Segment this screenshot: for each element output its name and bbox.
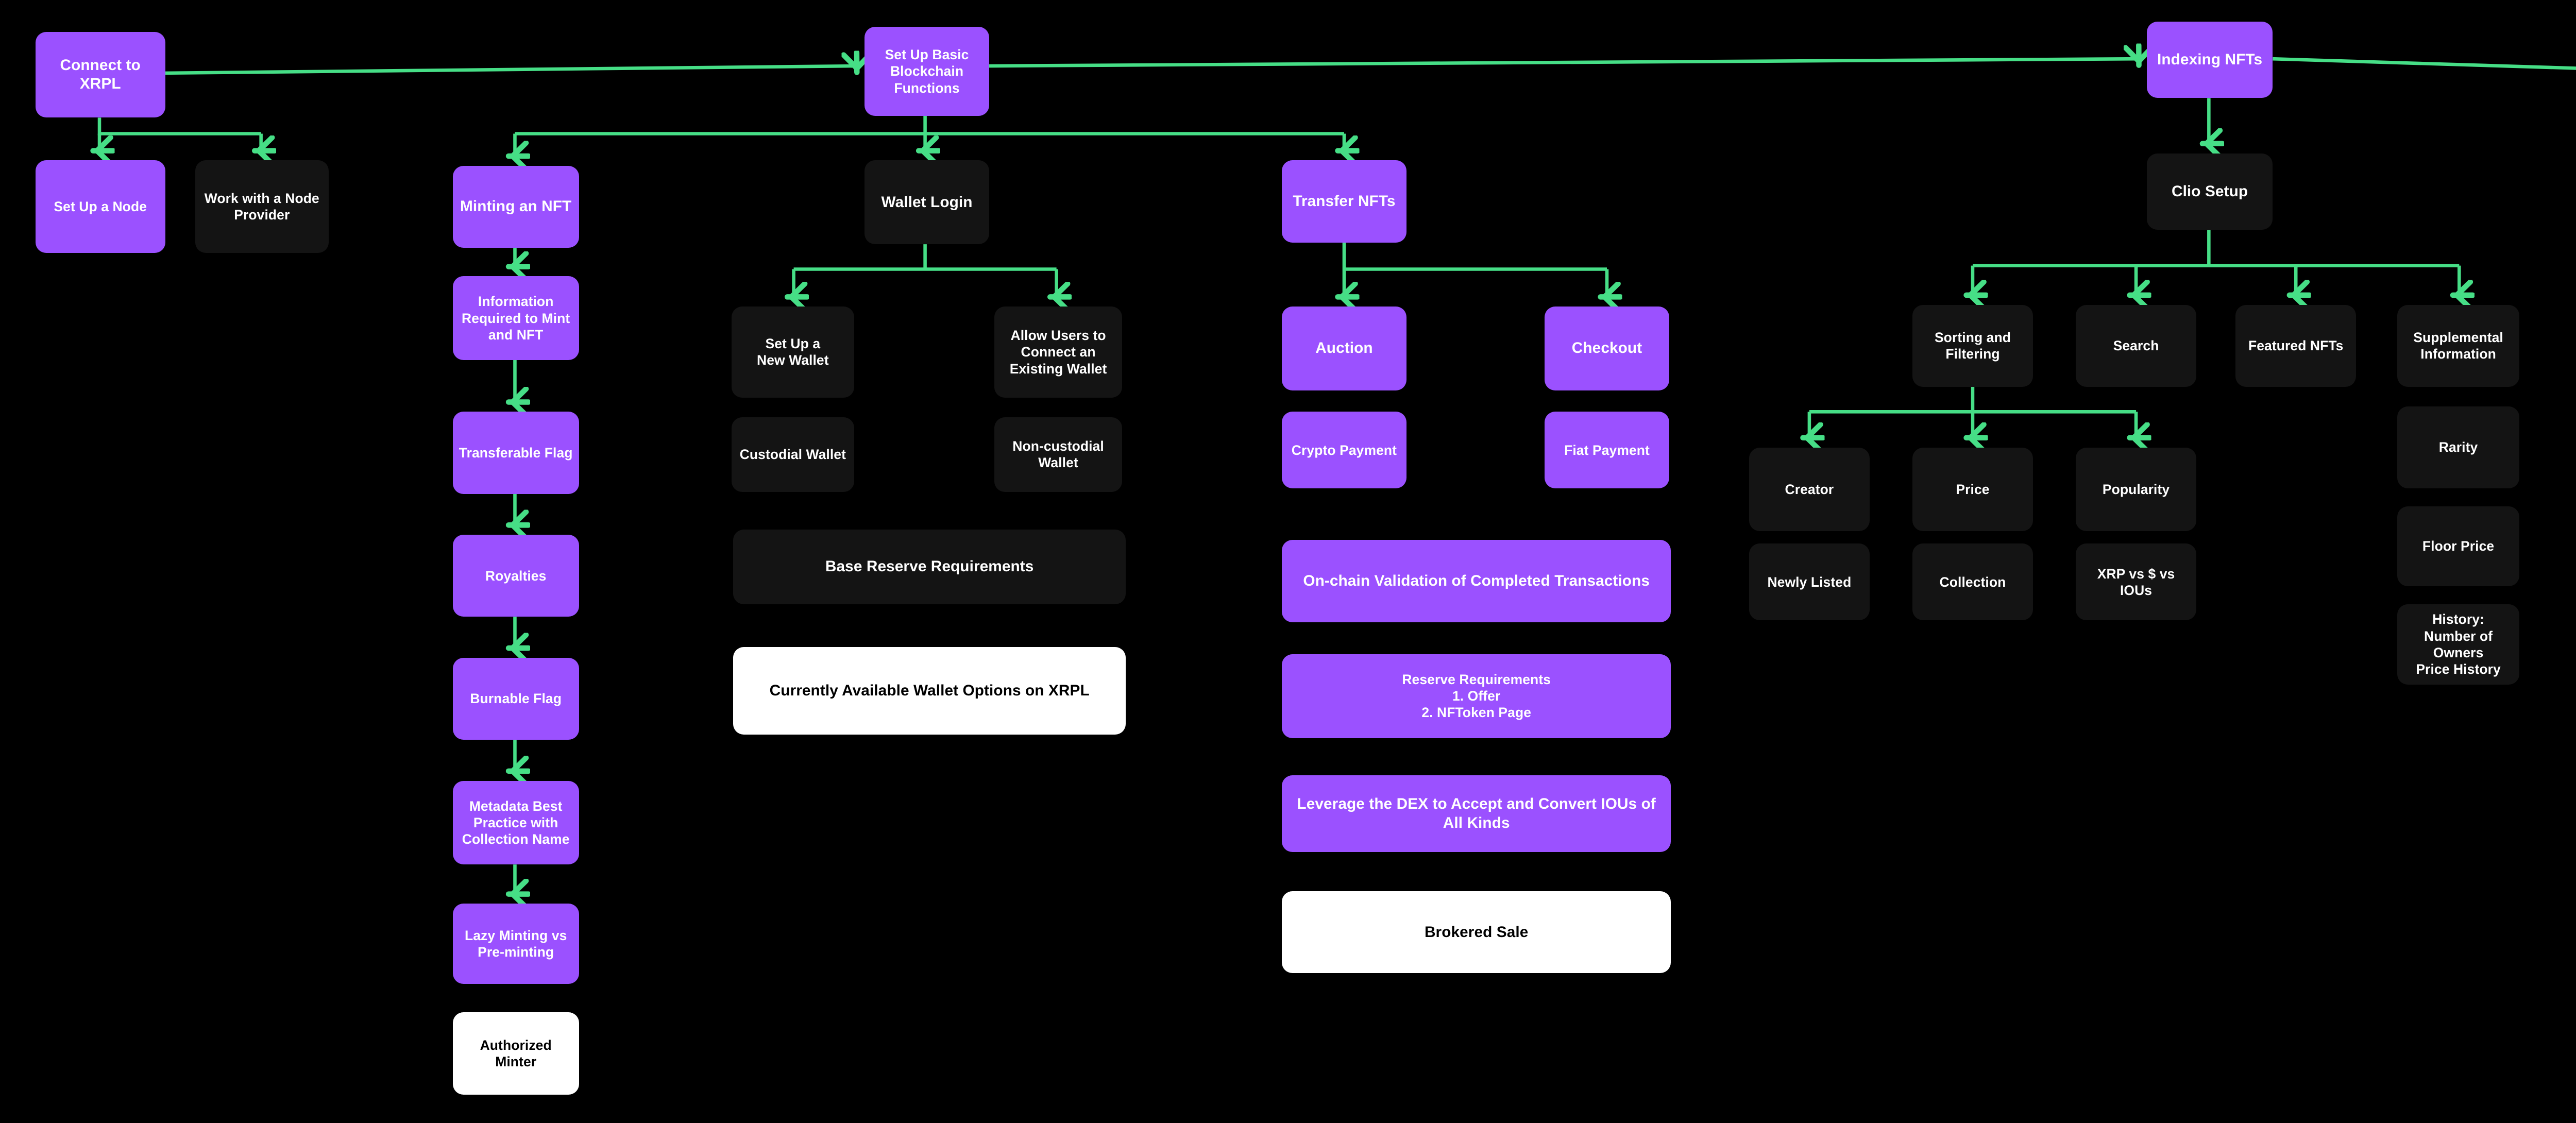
- node-label: Allow Users to Connect an Existing Walle…: [1009, 327, 1107, 377]
- node-label: Work with a Node Provider: [204, 191, 319, 223]
- node-authorized-minter[interactable]: Authorized Minter: [452, 1012, 579, 1095]
- node-label: Crypto Payment: [1291, 442, 1397, 458]
- node-label: Featured NFTs: [2248, 338, 2344, 354]
- node-label: Custodial Wallet: [739, 447, 846, 463]
- node-popularity[interactable]: Popularity: [2075, 447, 2197, 532]
- node-brokered-sale[interactable]: Brokered Sale: [1282, 891, 1671, 974]
- node-label: Connect to XRPL: [60, 57, 141, 93]
- node-label: Clio Setup: [2171, 182, 2248, 200]
- node-featured-nfts[interactable]: Featured NFTs: [2235, 304, 2357, 387]
- node-crypto-payment[interactable]: Crypto Payment: [1282, 412, 1406, 489]
- node-minting-an-nft[interactable]: Minting an NFT: [452, 165, 579, 248]
- node-search[interactable]: Search: [2075, 304, 2197, 387]
- node-checkout[interactable]: Checkout: [1545, 307, 1669, 390]
- edge-indexing-to-caching: [2273, 57, 2576, 70]
- node-set-up-a-new-wallet[interactable]: Set Up a New Wallet: [731, 307, 854, 398]
- node-label: Popularity: [2102, 481, 2170, 497]
- node-label: Reserve Requirements 1. Offer 2. NFToken…: [1402, 671, 1551, 721]
- node-collection[interactable]: Collection: [1912, 543, 2033, 621]
- node-transferable-flag[interactable]: Transferable Flag: [452, 412, 579, 494]
- node-label: Auction: [1315, 339, 1373, 357]
- node-label: Wallet Login: [881, 193, 973, 211]
- node-history[interactable]: History: Number of Owners Price History: [2397, 604, 2520, 685]
- node-set-up-a-node[interactable]: Set Up a Node: [35, 160, 165, 253]
- node-wallet-login[interactable]: Wallet Login: [865, 160, 989, 245]
- node-label: Supplemental Information: [2413, 330, 2503, 362]
- node-label: Sorting and Filtering: [1934, 330, 2011, 362]
- node-newly-listed[interactable]: Newly Listed: [1749, 543, 1870, 621]
- node-metadata-best-practice[interactable]: Metadata Best Practice with Collection N…: [452, 780, 579, 865]
- node-label: XRP vs $ vs IOUs: [2097, 566, 2175, 598]
- node-label: Rarity: [2438, 439, 2478, 455]
- node-label: Set Up a New Wallet: [756, 336, 829, 368]
- node-allow-users-connect-wallet[interactable]: Allow Users to Connect an Existing Walle…: [994, 307, 1123, 398]
- node-wallet-options-on-xrpl[interactable]: Currently Available Wallet Options on XR…: [733, 647, 1126, 735]
- node-label: Transfer NFTs: [1293, 192, 1396, 210]
- node-label: Metadata Best Practice with Collection N…: [462, 798, 570, 847]
- node-label: Leverage the DEX to Accept and Convert I…: [1297, 795, 1656, 831]
- node-non-custodial-wallet[interactable]: Non-custodial Wallet: [994, 417, 1123, 492]
- node-custodial-wallet[interactable]: Custodial Wallet: [731, 417, 854, 492]
- edge-basic-to-indexing: [989, 59, 2138, 66]
- node-label: History: Number of Owners Price History: [2416, 611, 2501, 677]
- node-label: Checkout: [1571, 339, 1642, 357]
- node-label: Collection: [1939, 574, 2006, 590]
- node-label: Authorized Minter: [480, 1037, 552, 1070]
- node-royalties[interactable]: Royalties: [452, 535, 579, 617]
- node-floor-price[interactable]: Floor Price: [2397, 506, 2520, 587]
- node-clio-setup[interactable]: Clio Setup: [2146, 153, 2273, 230]
- node-label: Floor Price: [2422, 538, 2495, 554]
- node-set-up-basic-blockchain[interactable]: Set Up Basic Blockchain Functions: [865, 26, 989, 116]
- node-label: Creator: [1785, 481, 1834, 497]
- node-label: Set Up Basic Blockchain Functions: [885, 46, 969, 96]
- node-label: Newly Listed: [1767, 574, 1852, 590]
- node-lazy-minting-vs-preminting[interactable]: Lazy Minting vs Pre-minting: [452, 904, 579, 984]
- node-rarity[interactable]: Rarity: [2397, 406, 2520, 489]
- node-supplemental-information[interactable]: Supplemental Information: [2397, 304, 2520, 387]
- edge-connect-to-basic: [165, 66, 856, 73]
- node-label: On-chain Validation of Completed Transac…: [1303, 572, 1650, 589]
- node-label: Set Up a Node: [54, 199, 147, 215]
- node-leverage-the-dex[interactable]: Leverage the DEX to Accept and Convert I…: [1282, 775, 1671, 853]
- node-label: Base Reserve Requirements: [825, 558, 1034, 575]
- node-connect-to-xrpl[interactable]: Connect to XRPL: [35, 32, 165, 118]
- node-price[interactable]: Price: [1912, 447, 2033, 532]
- node-base-reserve-requirements[interactable]: Base Reserve Requirements: [733, 529, 1126, 605]
- node-label: Fiat Payment: [1564, 442, 1650, 458]
- node-label: Indexing NFTs: [2157, 50, 2263, 68]
- node-creator[interactable]: Creator: [1749, 447, 1870, 532]
- node-indexing-nfts[interactable]: Indexing NFTs: [2146, 21, 2273, 98]
- node-reserve-requirements[interactable]: Reserve Requirements 1. Offer 2. NFToken…: [1282, 654, 1671, 738]
- node-label: Transferable Flag: [459, 445, 573, 461]
- node-label: Price: [1956, 481, 1990, 497]
- node-auction[interactable]: Auction: [1282, 307, 1406, 390]
- node-transfer-nfts[interactable]: Transfer NFTs: [1282, 160, 1406, 243]
- node-label: Brokered Sale: [1424, 923, 1529, 941]
- node-fiat-payment[interactable]: Fiat Payment: [1545, 412, 1669, 489]
- node-xrp-vs-dollar-vs-ious[interactable]: XRP vs $ vs IOUs: [2075, 543, 2197, 621]
- node-label: Burnable Flag: [470, 691, 562, 707]
- node-label: Information Required to Mint and NFT: [462, 294, 570, 343]
- node-label: Minting an NFT: [460, 198, 572, 215]
- node-label: Currently Available Wallet Options on XR…: [769, 682, 1090, 699]
- node-label: Royalties: [485, 568, 547, 584]
- node-label: Lazy Minting vs Pre-minting: [464, 927, 567, 960]
- node-label: Non-custodial Wallet: [1012, 438, 1104, 471]
- node-label: Search: [2113, 338, 2159, 354]
- node-information-required[interactable]: Information Required to Mint and NFT: [452, 276, 579, 360]
- node-burnable-flag[interactable]: Burnable Flag: [452, 657, 579, 740]
- node-sorting-and-filtering[interactable]: Sorting and Filtering: [1912, 304, 2033, 387]
- node-on-chain-validation[interactable]: On-chain Validation of Completed Transac…: [1282, 540, 1671, 622]
- node-work-with-a-node-provider[interactable]: Work with a Node Provider: [195, 160, 329, 253]
